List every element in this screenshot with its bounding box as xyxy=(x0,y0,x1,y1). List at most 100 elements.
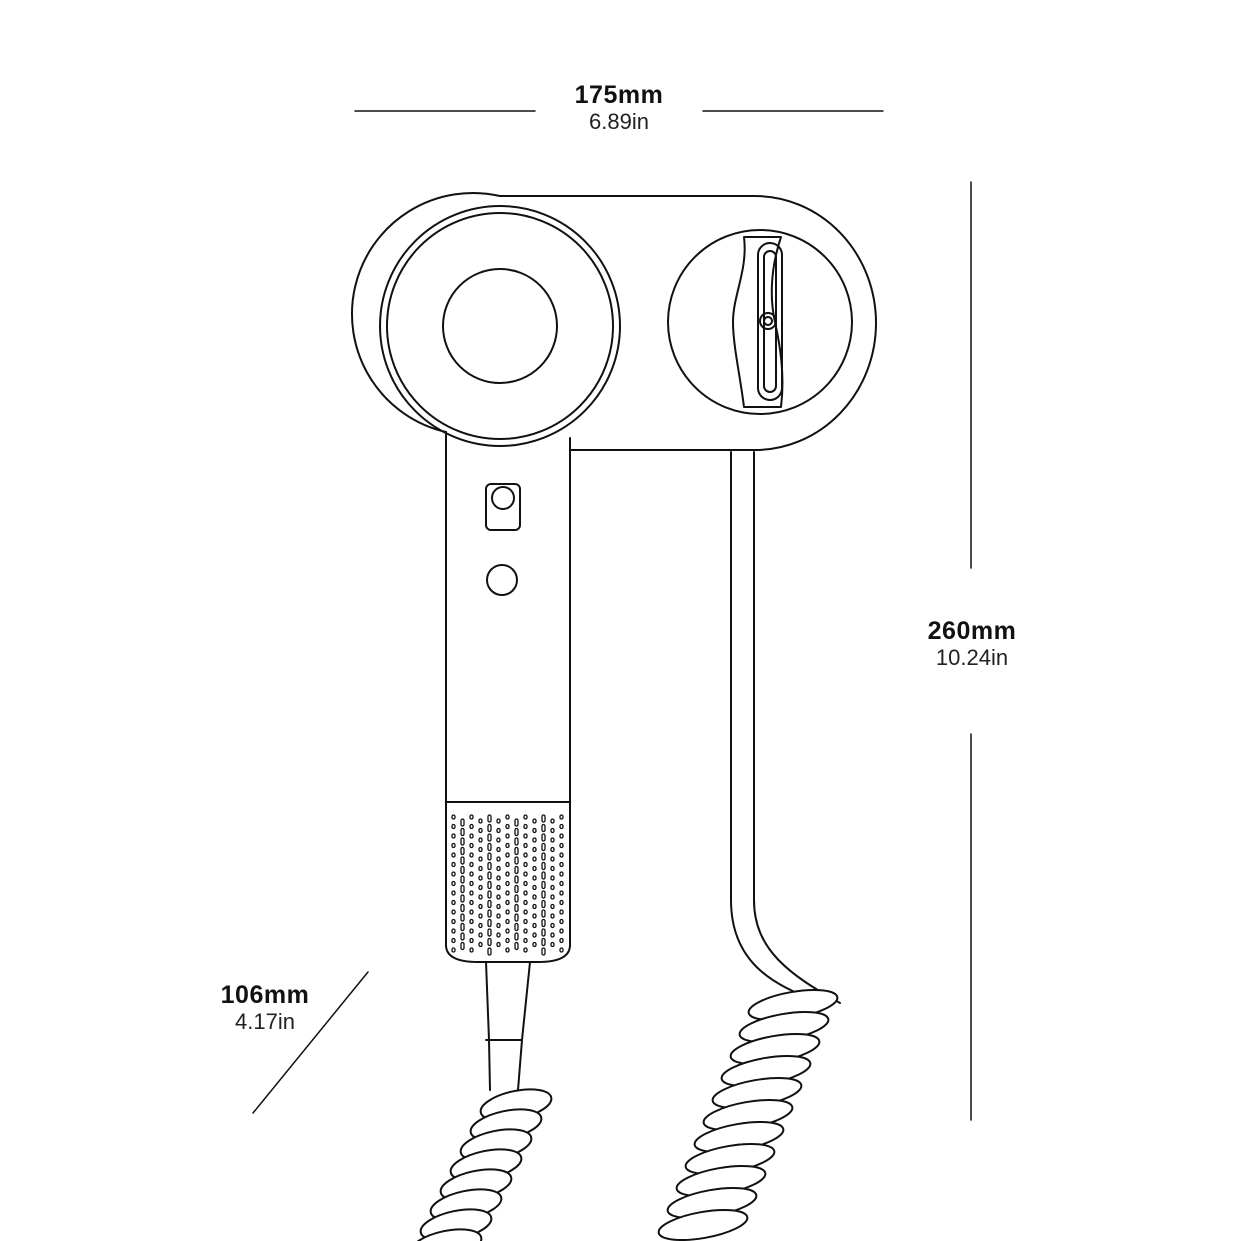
filter-hole xyxy=(523,928,528,934)
filter-perforation-pattern xyxy=(451,814,564,956)
filter-hole xyxy=(460,846,465,856)
filter-hole xyxy=(559,814,564,820)
height-mm-text: 260mm xyxy=(927,617,1017,645)
filter-hole xyxy=(460,837,465,846)
filter-hole xyxy=(460,922,465,932)
filter-hole xyxy=(550,932,555,938)
filter-hole xyxy=(514,903,519,913)
filter-hole xyxy=(478,837,483,843)
depth-dimension-label: 106mm 4.17in xyxy=(165,981,365,1034)
filter-hole xyxy=(460,932,465,941)
filter-hole xyxy=(487,833,492,842)
filter-hole xyxy=(487,947,492,956)
filter-hole xyxy=(514,913,519,922)
holder-slot xyxy=(757,242,783,401)
holder-clip xyxy=(732,236,784,408)
filter-hole xyxy=(523,909,528,915)
filter-hole xyxy=(469,890,474,896)
filter-hole xyxy=(550,884,555,891)
filter-hole xyxy=(496,913,501,919)
filter-hole xyxy=(559,852,564,858)
filter-hole xyxy=(532,932,537,938)
filter-hole xyxy=(451,918,456,925)
filter-hole xyxy=(451,814,456,820)
filter-hole xyxy=(514,818,519,827)
filter-hole xyxy=(523,852,528,858)
filter-hole xyxy=(559,871,564,877)
holder-screw-icon xyxy=(759,312,777,330)
holder-cord xyxy=(730,451,841,1004)
filter-hole xyxy=(523,880,528,887)
filter-hole xyxy=(550,903,555,910)
filter-hole xyxy=(523,842,528,849)
filter-hole xyxy=(523,861,528,868)
depth-dimension-line xyxy=(252,971,369,1114)
filter-hole xyxy=(469,928,474,934)
filter-hole xyxy=(541,880,546,890)
filter-hole xyxy=(532,865,537,872)
filter-hole xyxy=(541,861,546,871)
filter-hole xyxy=(505,852,510,858)
filter-hole xyxy=(532,922,537,929)
filter-hole xyxy=(514,922,519,932)
filter-hole xyxy=(496,941,501,948)
height-dimension-label: 260mm 10.24in xyxy=(872,617,1072,670)
filter-hole xyxy=(496,865,501,872)
filter-hole xyxy=(469,823,474,830)
filter-hole xyxy=(523,871,528,877)
filter-hole xyxy=(478,932,483,938)
filter-hole xyxy=(541,852,546,861)
wall-mount-holder xyxy=(350,191,877,451)
filter-hole xyxy=(496,856,501,862)
cord-coil-loop xyxy=(409,1228,483,1241)
filter-hole xyxy=(505,880,510,887)
width-mm-text: 175mm xyxy=(574,81,664,109)
filter-hole xyxy=(460,903,465,913)
filter-hole xyxy=(505,947,510,953)
filter-hole xyxy=(541,909,546,918)
filter-hole xyxy=(514,941,519,951)
filter-hole xyxy=(541,937,546,947)
filter-hole xyxy=(550,856,555,862)
filter-hole xyxy=(451,890,456,896)
filter-hole xyxy=(523,814,528,820)
dryer-air-outlet xyxy=(442,268,558,384)
filter-hole xyxy=(451,842,456,849)
filter-hole xyxy=(541,823,546,833)
filter-hole xyxy=(487,909,492,918)
filter-hole xyxy=(559,833,564,839)
filter-hole xyxy=(559,861,564,868)
filter-hole xyxy=(514,884,519,894)
filter-hole xyxy=(514,837,519,846)
filter-hole xyxy=(523,890,528,896)
filter-hole xyxy=(460,865,465,875)
filter-hole xyxy=(496,837,501,843)
filter-hole xyxy=(550,913,555,919)
filter-hole xyxy=(478,818,483,824)
filter-hole xyxy=(451,947,456,953)
filter-hole xyxy=(550,894,555,900)
filter-hole xyxy=(487,890,492,899)
filter-hole xyxy=(469,937,474,944)
filter-hole xyxy=(469,814,474,820)
filter-hole xyxy=(496,875,501,881)
filter-hole xyxy=(478,884,483,891)
width-dimension-label: 175mm 6.89in xyxy=(519,81,719,134)
filter-hole xyxy=(478,941,483,948)
filter-hole xyxy=(559,899,564,906)
filter-hole xyxy=(451,937,456,944)
filter-hole xyxy=(460,941,465,951)
filter-hole xyxy=(514,932,519,941)
filter-hole xyxy=(496,846,501,853)
filter-hole xyxy=(505,928,510,934)
filter-hole xyxy=(550,837,555,843)
filter-hole xyxy=(496,903,501,910)
filter-hole xyxy=(460,856,465,865)
filter-hole xyxy=(541,918,546,928)
filter-hole xyxy=(532,894,537,900)
filter-hole xyxy=(541,890,546,899)
filter-hole xyxy=(487,937,492,947)
filter-hole xyxy=(541,947,546,956)
filter-hole xyxy=(496,922,501,929)
dryer-cord xyxy=(485,961,531,1091)
